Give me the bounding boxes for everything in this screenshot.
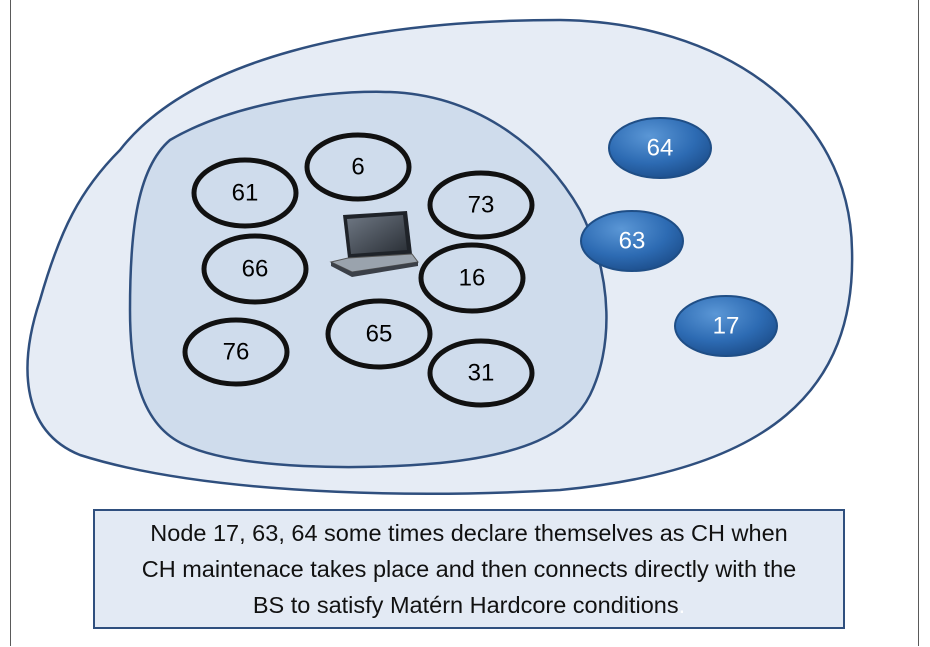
node-76: 76 (182, 317, 290, 387)
node-65-label: 65 (366, 321, 393, 348)
slide-frame (10, 0, 919, 646)
node-16: 16 (418, 242, 526, 314)
node-63: 63 (580, 210, 684, 272)
node-64-label: 64 (647, 135, 674, 162)
node-76-label: 76 (223, 339, 250, 366)
node-16-label: 16 (459, 265, 486, 292)
caption-line-1: Node 17, 63, 64 some times declare thems… (150, 520, 788, 546)
node-66: 66 (201, 233, 309, 305)
caption-line-3-text: BS to satisfy Matérn Hardcore conditions (252, 592, 679, 618)
node-6: 6 (304, 132, 412, 202)
caption-period: . (678, 592, 686, 618)
cluster-diagram: 61 6 73 66 16 76 65 31 64 63 (26, 18, 854, 495)
node-61-label: 61 (232, 180, 259, 207)
node-65: 65 (325, 298, 433, 370)
node-31: 31 (427, 338, 535, 408)
caption-box: Node 17, 63, 64 some times declare thems… (93, 509, 845, 629)
inner-region (128, 90, 608, 469)
node-61: 61 (191, 157, 299, 229)
node-73: 73 (427, 170, 535, 240)
caption-line-2: CH maintenace takes place and then conne… (141, 556, 797, 582)
node-17-label: 17 (713, 313, 740, 340)
node-17: 17 (674, 295, 778, 357)
node-66-label: 66 (242, 256, 269, 283)
node-64: 64 (608, 117, 712, 179)
laptop-icon (329, 211, 419, 277)
node-63-label: 63 (619, 228, 646, 255)
node-31-label: 31 (468, 360, 495, 387)
caption-line-3: BS to satisfy Matérn Hardcore conditions… (253, 587, 685, 623)
node-73-label: 73 (468, 192, 495, 219)
node-6-label: 6 (351, 154, 364, 181)
